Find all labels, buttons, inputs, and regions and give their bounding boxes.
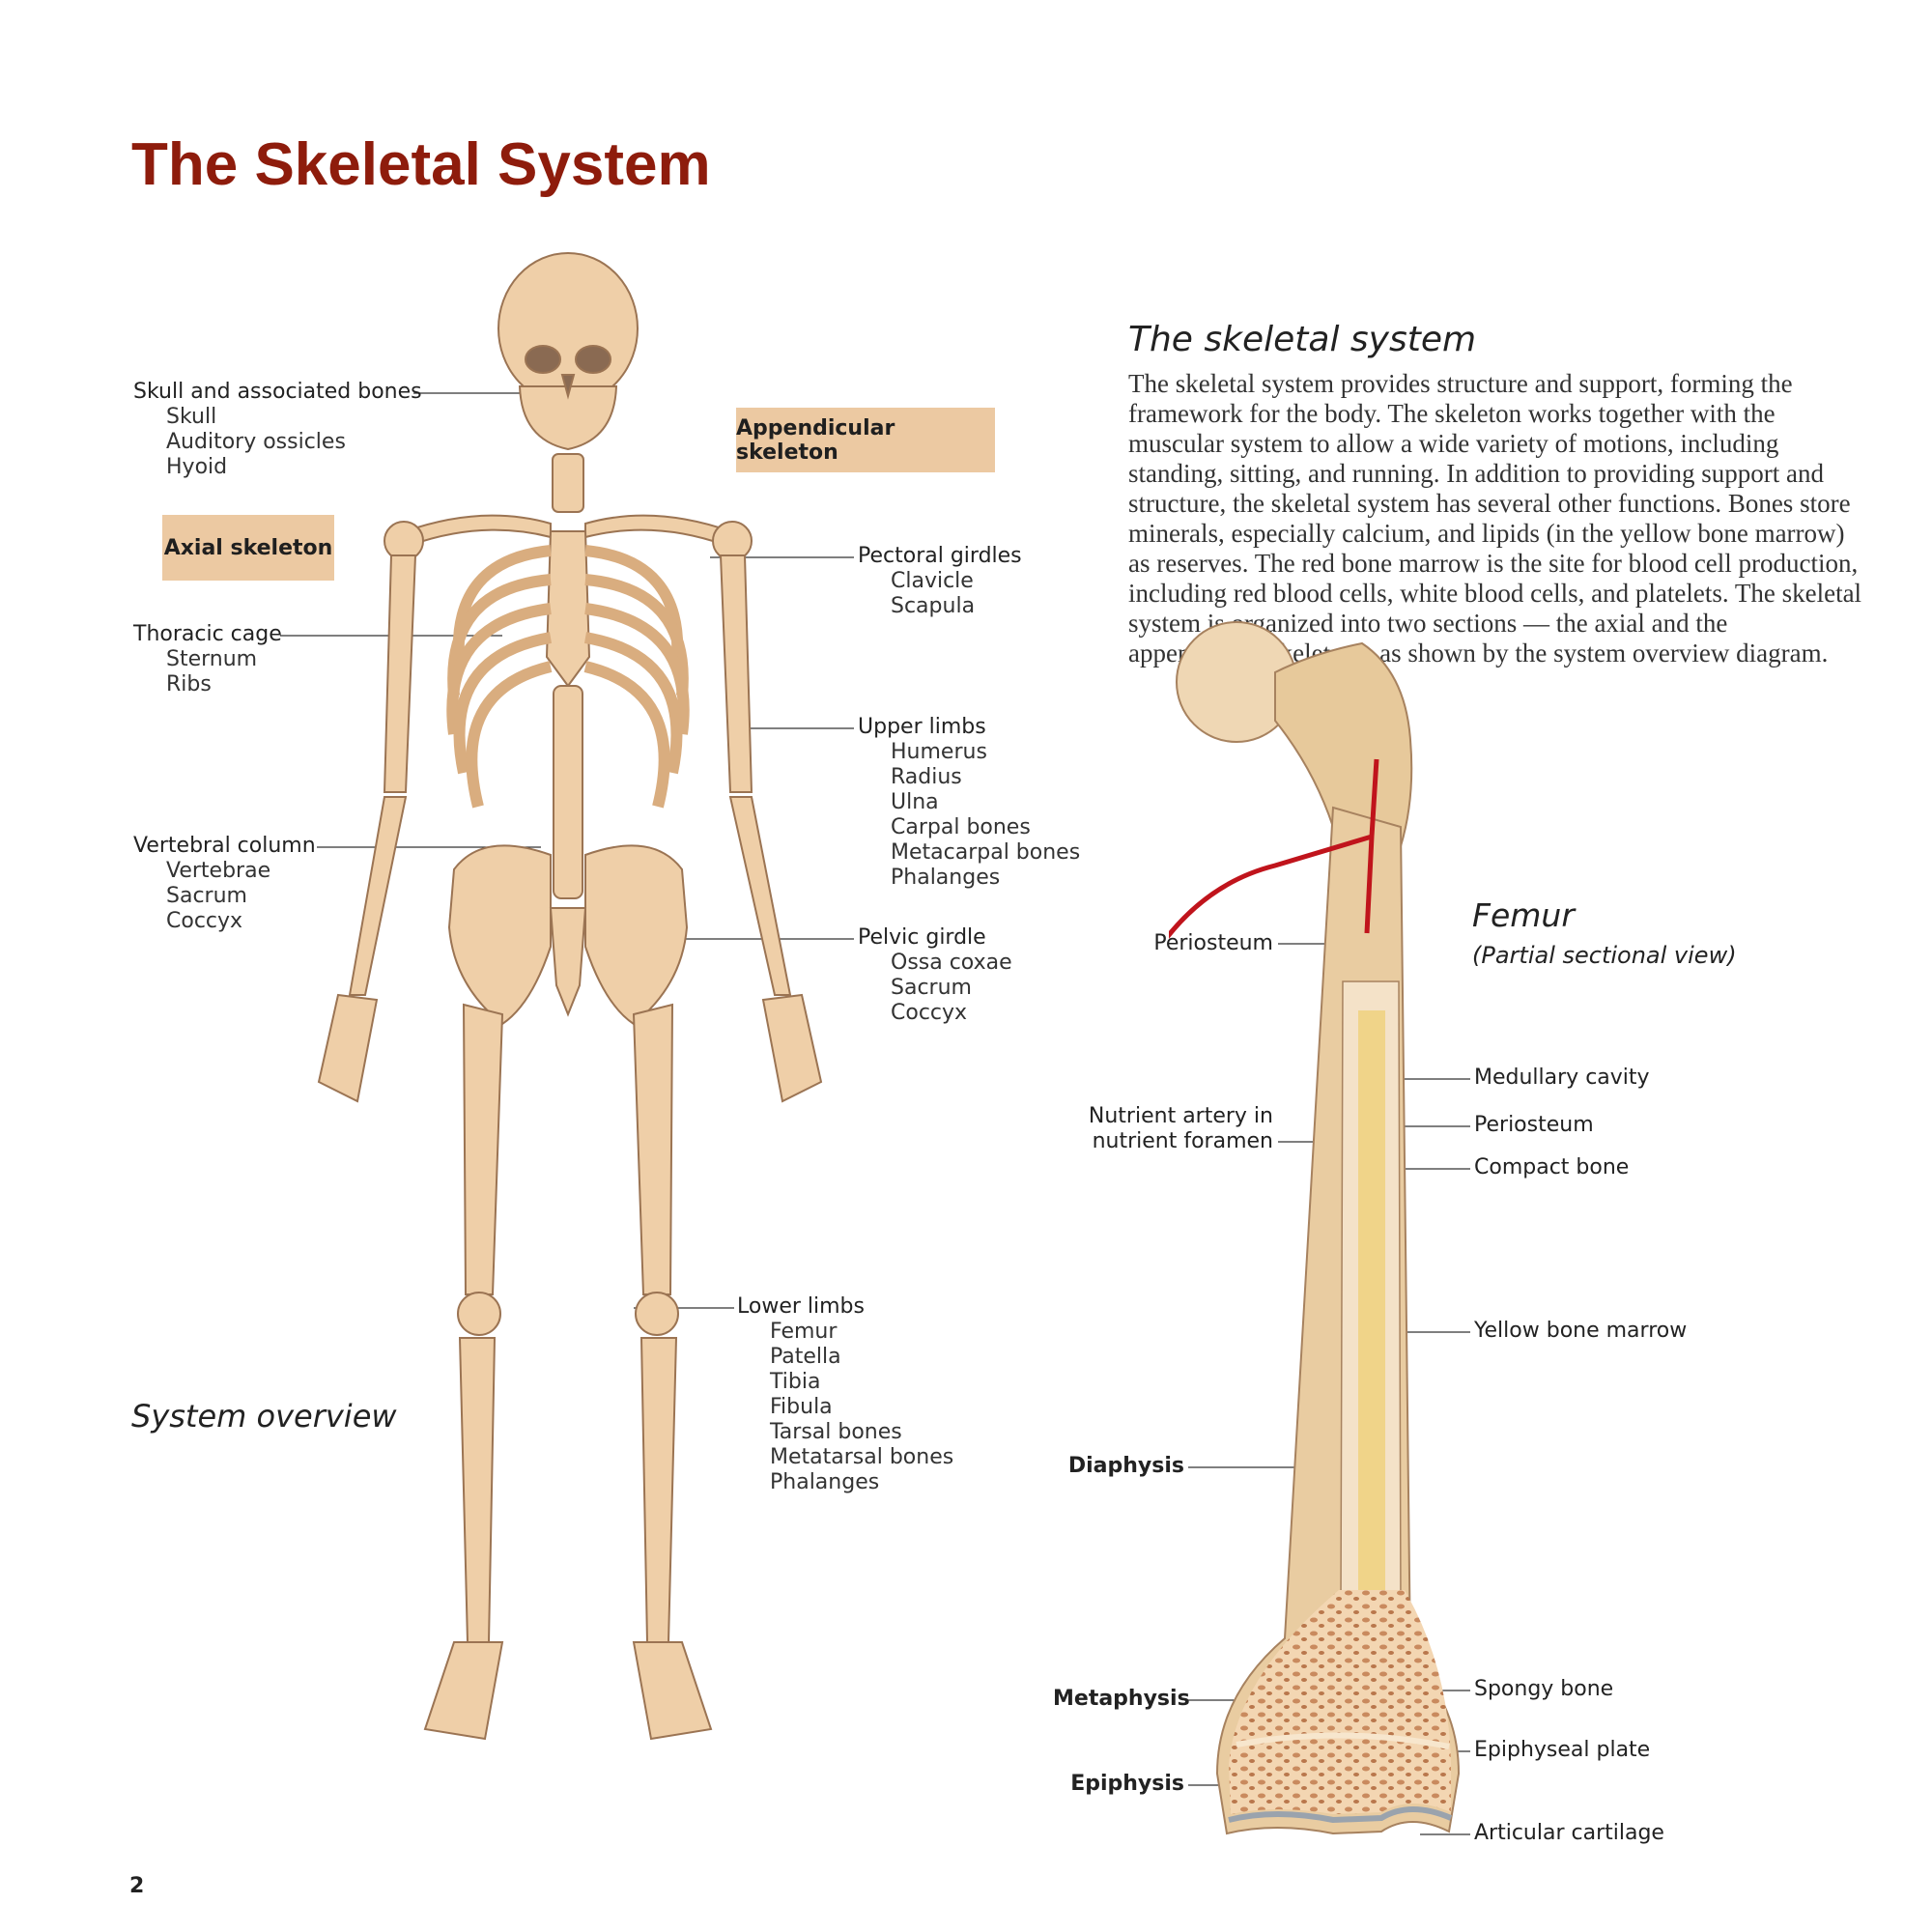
femur-illustration [1169, 621, 1461, 1835]
group-item: Ulna [891, 790, 939, 814]
appendicular-skeleton-tag: Appendicular skeleton [736, 408, 995, 472]
epiphyseal-plate-shape [1236, 1732, 1450, 1749]
group-item: Hyoid [166, 455, 228, 479]
group-item: Patella [770, 1345, 841, 1369]
group-item: Tibia [770, 1370, 821, 1394]
femur-title: Femur [1472, 896, 1575, 934]
epiphyseal-plate-label: Epiphyseal plate [1474, 1738, 1651, 1762]
group-item: Humerus [891, 740, 987, 764]
group-item: Radius [891, 765, 962, 789]
axial-skeleton-tag: Axial skeleton [162, 515, 334, 581]
metaphysis-label: Metaphysis [1053, 1687, 1190, 1711]
group-item: Vertebrae [166, 859, 271, 883]
group-item: Clavicle [891, 569, 974, 593]
group-item: Metatarsal bones [770, 1445, 954, 1469]
group-item: Sacrum [891, 976, 972, 1000]
pelvis-shape [447, 844, 552, 1026]
group-skull: Skull and associated bones Skull Auditor… [133, 380, 422, 480]
group-upper-limbs: Upper limbs Humerus Radius Ulna Carpal b… [858, 715, 1080, 891]
group-item: Ossa coxae [891, 951, 1012, 975]
femur-right-shape [632, 1003, 674, 1295]
group-item: Fibula [770, 1395, 833, 1419]
group-head: Pelvic girdle [858, 925, 986, 950]
group-item: Phalanges [891, 866, 1001, 890]
yellow-bone-marrow-label: Yellow bone marrow [1474, 1319, 1688, 1343]
periosteum-label-left: Periosteum [1153, 931, 1273, 955]
group-lower-limbs: Lower limbs Femur Patella Tibia Fibula T… [737, 1294, 953, 1495]
femur-subtitle: (Partial sectional view) [1472, 942, 1737, 969]
group-head: Skull and associated bones [133, 380, 422, 404]
group-head: Vertebral column [133, 834, 316, 858]
group-head: Pectoral girdles [858, 544, 1022, 568]
group-item: Femur [770, 1320, 838, 1344]
group-item: Coccyx [891, 1001, 968, 1025]
femoral-neck-shape [1274, 641, 1413, 848]
group-item: Phalanges [770, 1470, 880, 1494]
group-item: Carpal bones [891, 815, 1031, 839]
group-item: Ribs [166, 672, 212, 696]
page-title: The Skeletal System [131, 131, 711, 198]
group-head: Lower limbs [737, 1294, 865, 1319]
periosteum-label-right: Periosteum [1474, 1113, 1594, 1137]
group-pectoral: Pectoral girdles Clavicle Scapula [858, 544, 1022, 619]
group-vertebral: Vertebral column Vertebrae Sacrum Coccyx [133, 834, 316, 934]
group-thoracic: Thoracic cage Sternum Ribs [133, 622, 282, 697]
group-head: Upper limbs [858, 715, 986, 739]
diaphysis-label: Diaphysis [1067, 1454, 1184, 1478]
intro-heading: The skeletal system [1128, 320, 1477, 359]
group-item: Skull [166, 405, 217, 429]
group-head: Thoracic cage [133, 622, 282, 646]
articular-cartilage-label: Articular cartilage [1474, 1821, 1664, 1845]
nutrient-artery [1169, 758, 1379, 939]
group-item: Sacrum [166, 884, 247, 908]
group-item: Coccyx [166, 909, 243, 933]
group-item: Scapula [891, 594, 976, 618]
group-item: Metacarpal bones [891, 840, 1081, 865]
group-pelvic: Pelvic girdle Ossa coxae Sacrum Coccyx [858, 925, 1012, 1026]
nutrient-label-line-1: Nutrient artery in [1088, 1104, 1273, 1128]
medullary-cavity-shape [1358, 1010, 1385, 1590]
femur-left-shape [462, 1003, 504, 1295]
system-overview-caption: System overview [131, 1398, 397, 1435]
compact-bone-label: Compact bone [1474, 1155, 1630, 1179]
spongy-bone-shape [1229, 1590, 1451, 1814]
articular-cartilage-shape [1228, 1806, 1453, 1824]
epiphysis-label: Epiphysis [1070, 1772, 1184, 1796]
jaw-shape [518, 385, 618, 451]
skeleton-illustration [317, 252, 823, 1741]
spongy-bone-label: Spongy bone [1474, 1677, 1614, 1701]
nutrient-label-line-2: nutrient foramen [1092, 1129, 1273, 1153]
group-item: Auditory ossicles [166, 430, 346, 454]
medullary-cavity-label: Medullary cavity [1474, 1065, 1650, 1090]
page-number: 2 [129, 1874, 145, 1898]
group-item: Tarsal bones [770, 1420, 902, 1444]
group-item: Sternum [166, 647, 258, 671]
